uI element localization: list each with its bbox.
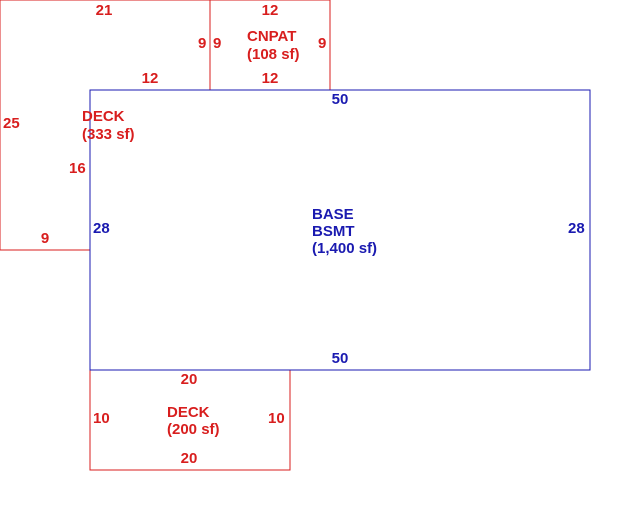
deck-upper-area: (333 sf) [82, 126, 135, 143]
deck-upper-dim-right: 9 [198, 35, 207, 52]
base-dim-bottom: 50 [331, 350, 349, 367]
deck-lower-dim-bottom: 20 [180, 450, 198, 467]
base-dim-right: 28 [568, 220, 585, 237]
deck-upper-dim-left: 25 [3, 115, 20, 132]
base-dim-left: 28 [93, 220, 110, 237]
base-name-line1: BASE [312, 206, 354, 223]
cnpat-dim-bottom: 12 [261, 70, 279, 87]
base-name-line2: BSMT [312, 223, 355, 240]
cnpat-name: CNPAT [247, 28, 297, 45]
cnpat-dim-right: 9 [318, 35, 327, 52]
base-area: (1,400 sf) [312, 240, 378, 257]
base-dim-top: 50 [331, 91, 349, 108]
deck-lower-dim-right: 10 [268, 410, 285, 427]
deck-upper-dim-bottom: 9 [40, 230, 50, 247]
deck-lower-area: (200 sf) [167, 421, 220, 438]
deck-upper-dim-top: 21 [95, 2, 113, 19]
cnpat-area: (108 sf) [247, 46, 300, 63]
deck-lower-dim-left: 10 [93, 410, 110, 427]
deck-upper-dim-inner: 12 [141, 70, 159, 87]
deck-upper-name: DECK [82, 108, 125, 125]
cnpat-dim-left: 9 [213, 35, 222, 52]
deck-lower-name: DECK [167, 404, 210, 421]
base-bsmt-outline [89, 89, 591, 371]
deck-upper-dim-notch: 16 [69, 160, 86, 177]
deck-lower-dim-top: 20 [180, 371, 198, 388]
upper-deck-outline [0, 0, 211, 251]
cnpat-dim-top: 12 [261, 2, 279, 19]
